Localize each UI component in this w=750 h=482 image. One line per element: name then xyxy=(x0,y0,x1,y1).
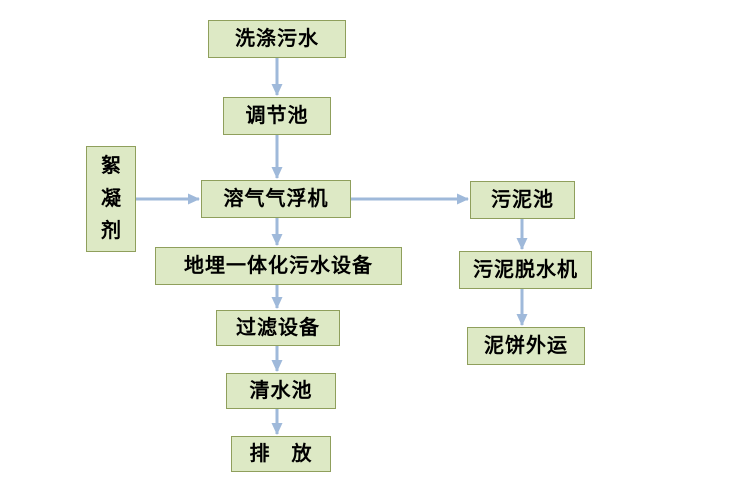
node-sludge-tank: 污泥池 xyxy=(470,181,575,219)
node-discharge-label: 排 放 xyxy=(249,442,313,465)
node-daf-machine: 溶气气浮机 xyxy=(201,180,351,218)
node-buried-integrated-sewage-equipment: 地埋一体化污水设备 xyxy=(155,247,402,285)
node-regulating-tank-label: 调节池 xyxy=(245,104,309,127)
node-daf-machine-label: 溶气气浮机 xyxy=(223,187,329,210)
node-sludge-dewatering-machine-label: 污泥脱水机 xyxy=(473,258,578,281)
node-filtering-equipment: 过滤设备 xyxy=(216,310,340,346)
node-discharge: 排 放 xyxy=(231,436,331,472)
node-washing-wastewater-label: 洗涤污水 xyxy=(235,27,319,50)
node-clean-water-tank-label: 清水池 xyxy=(249,379,313,402)
node-mud-cake-outbound: 泥饼外运 xyxy=(467,327,585,365)
node-flocculant: 絮 凝 剂 xyxy=(86,146,136,252)
node-mud-cake-outbound-label: 泥饼外运 xyxy=(484,334,568,357)
node-sludge-dewatering-machine: 污泥脱水机 xyxy=(459,251,592,289)
node-filtering-equipment-label: 过滤设备 xyxy=(236,316,320,339)
node-buried-integrated-sewage-equipment-label: 地埋一体化污水设备 xyxy=(184,254,373,277)
node-regulating-tank: 调节池 xyxy=(223,97,331,135)
node-washing-wastewater: 洗涤污水 xyxy=(208,20,346,58)
node-sludge-tank-label: 污泥池 xyxy=(491,188,554,211)
node-flocculant-label: 絮 凝 剂 xyxy=(101,155,121,243)
node-clean-water-tank: 清水池 xyxy=(226,373,336,409)
